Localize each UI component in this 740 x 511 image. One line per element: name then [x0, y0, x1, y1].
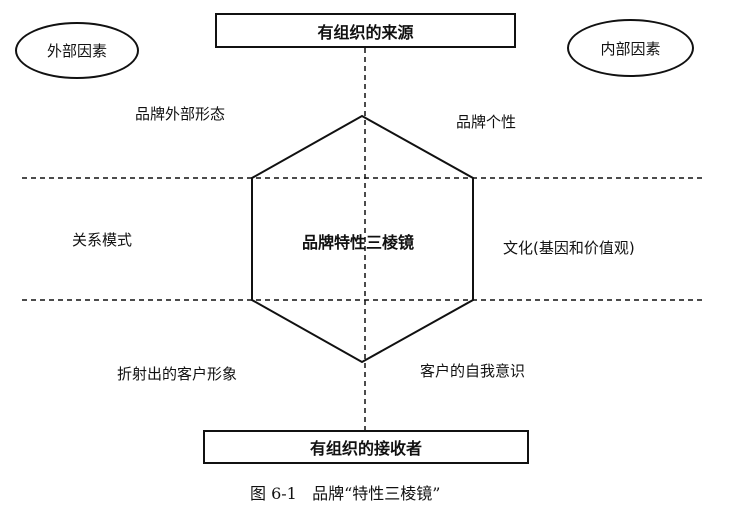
facet-reflection: 折射出的客户形象	[117, 365, 238, 383]
receiver-box: 有组织的接收者	[203, 430, 529, 464]
prism-hexagon	[251, 114, 474, 364]
facet-physique: 品牌外部形态	[135, 105, 226, 123]
external-factors-ellipse: 外部因素	[15, 22, 139, 79]
figure-caption: 图 6-1 品牌“特性三棱镜”	[250, 484, 441, 503]
facet-self-image: 客户的自我意识	[420, 362, 526, 380]
facet-personality: 品牌个性	[456, 113, 517, 131]
facet-relationship: 关系模式	[72, 231, 133, 249]
internal-factors-ellipse: 内部因素	[567, 19, 694, 77]
facet-culture: 文化(基因和价值观)	[503, 239, 635, 257]
source-box: 有组织的来源	[215, 13, 516, 48]
prism-center-label: 品牌特性三棱镜	[302, 233, 415, 252]
